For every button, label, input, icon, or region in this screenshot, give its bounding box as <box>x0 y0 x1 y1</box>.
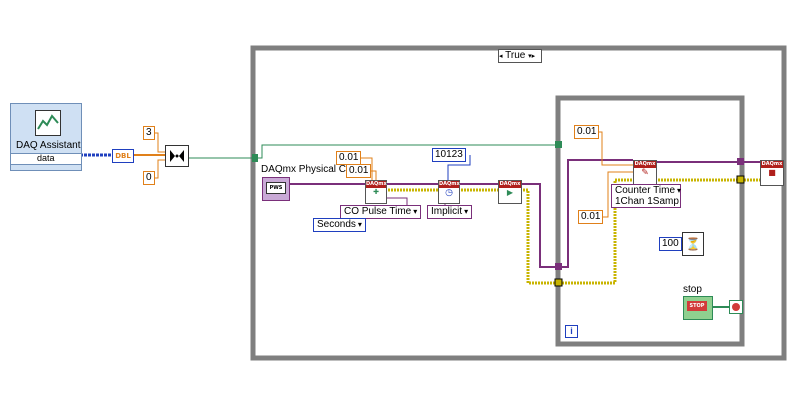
case-selector-tunnel <box>252 154 258 162</box>
physical-channel-icon: PWS <box>266 182 286 194</box>
constant-0.01-b[interactable]: 0.01 <box>346 164 372 178</box>
daq-assistant-icon <box>35 110 61 136</box>
tunnel-task-out <box>737 158 744 165</box>
daqmx-clear-task-vi[interactable]: DAQmx ■ <box>760 160 784 186</box>
daq-assistant-title: DAQ Assistant <box>16 140 81 151</box>
wire-001a <box>359 157 373 181</box>
physical-channel-control[interactable]: PWS <box>262 177 290 201</box>
stop-button-control[interactable]: STOP <box>683 296 713 320</box>
in-range-icon <box>170 150 184 162</box>
constant-0[interactable]: 0 <box>143 171 155 185</box>
wire-const-3 <box>152 132 165 153</box>
green-wire-loop <box>256 144 558 159</box>
ring-dropdown-icon: ▾ <box>464 207 469 216</box>
in-range-function[interactable] <box>165 145 189 167</box>
loop-iteration-terminal: i <box>565 325 578 338</box>
write-pencil-icon: ✎ <box>641 168 649 178</box>
tunnel-green <box>555 141 562 148</box>
constant-100[interactable]: 100 <box>659 237 682 251</box>
case-next-icon[interactable]: ▾▸ <box>528 53 536 60</box>
error-wire-3 <box>520 188 558 285</box>
constant-0.01-d[interactable]: 0.01 <box>578 210 604 224</box>
case-selector[interactable]: ◂ True ▾▸ <box>498 49 542 63</box>
while-loop-frame <box>555 95 745 347</box>
constant-3[interactable]: 3 <box>143 126 155 140</box>
daqmx-start-task-vi[interactable]: DAQmx ▶ <box>498 180 522 204</box>
seconds-ring[interactable]: Seconds▾ <box>313 218 366 232</box>
timing-clock-icon: ◷ <box>445 188 453 198</box>
clear-task-icon: ■ <box>768 168 776 177</box>
wire-10123 <box>447 155 471 181</box>
daq-assistant-data-terminal[interactable]: data <box>11 153 81 165</box>
case-selector-label: True <box>505 50 526 61</box>
metronome-icon: ⏳ <box>685 237 701 251</box>
error-wire-4 <box>562 178 633 285</box>
ring-dropdown-icon: ▾ <box>677 186 682 195</box>
case-structure-frame <box>250 45 787 361</box>
ring-dropdown-icon: ▾ <box>413 207 418 216</box>
implicit-ring[interactable]: Implicit▾ <box>427 205 473 219</box>
physical-channel-label: DAQmx Physical Chann <box>261 164 369 175</box>
counter-time-ring[interactable]: Counter Time▾ 1Chan 1Samp <box>611 184 681 208</box>
loop-condition-terminal[interactable] <box>729 300 743 314</box>
tunnel-error <box>554 278 563 287</box>
tunnel-error-out <box>736 175 745 184</box>
task-wire-4 <box>520 183 558 268</box>
wire-001d <box>600 171 633 218</box>
start-task-icon: ▶ <box>506 188 514 197</box>
create-channel-icon: ✚ <box>373 188 379 196</box>
constant-0.01-c[interactable]: 0.01 <box>574 125 600 139</box>
stop-label: stop <box>683 284 702 295</box>
case-prev-icon[interactable]: ◂ <box>499 53 503 60</box>
wire-001c <box>598 131 633 166</box>
daqmx-write-vi[interactable]: DAQmx ✎ <box>633 160 657 186</box>
co-pulse-time-ring[interactable]: CO Pulse Time▾ <box>340 205 422 219</box>
constant-10123[interactable]: 10123 <box>432 148 466 162</box>
daq-assistant-vi[interactable]: DAQ Assistant data <box>10 103 82 171</box>
task-wire-5 <box>562 159 633 268</box>
stop-condition-icon <box>732 303 740 311</box>
tunnel-task <box>555 263 562 270</box>
stop-button-face: STOP <box>687 301 707 311</box>
daqmx-timing-vi[interactable]: DAQmx ◷ <box>438 180 460 204</box>
daqmx-create-channel-vi[interactable]: DAQmx ✚ <box>365 180 387 204</box>
to-dbl-function[interactable]: DBL <box>112 149 134 163</box>
ring-dropdown-icon: ▾ <box>357 220 362 229</box>
wire-const-0 <box>152 159 165 179</box>
wait-ms-function[interactable]: ⏳ <box>682 232 704 256</box>
constant-0.01-a[interactable]: 0.01 <box>336 151 362 165</box>
